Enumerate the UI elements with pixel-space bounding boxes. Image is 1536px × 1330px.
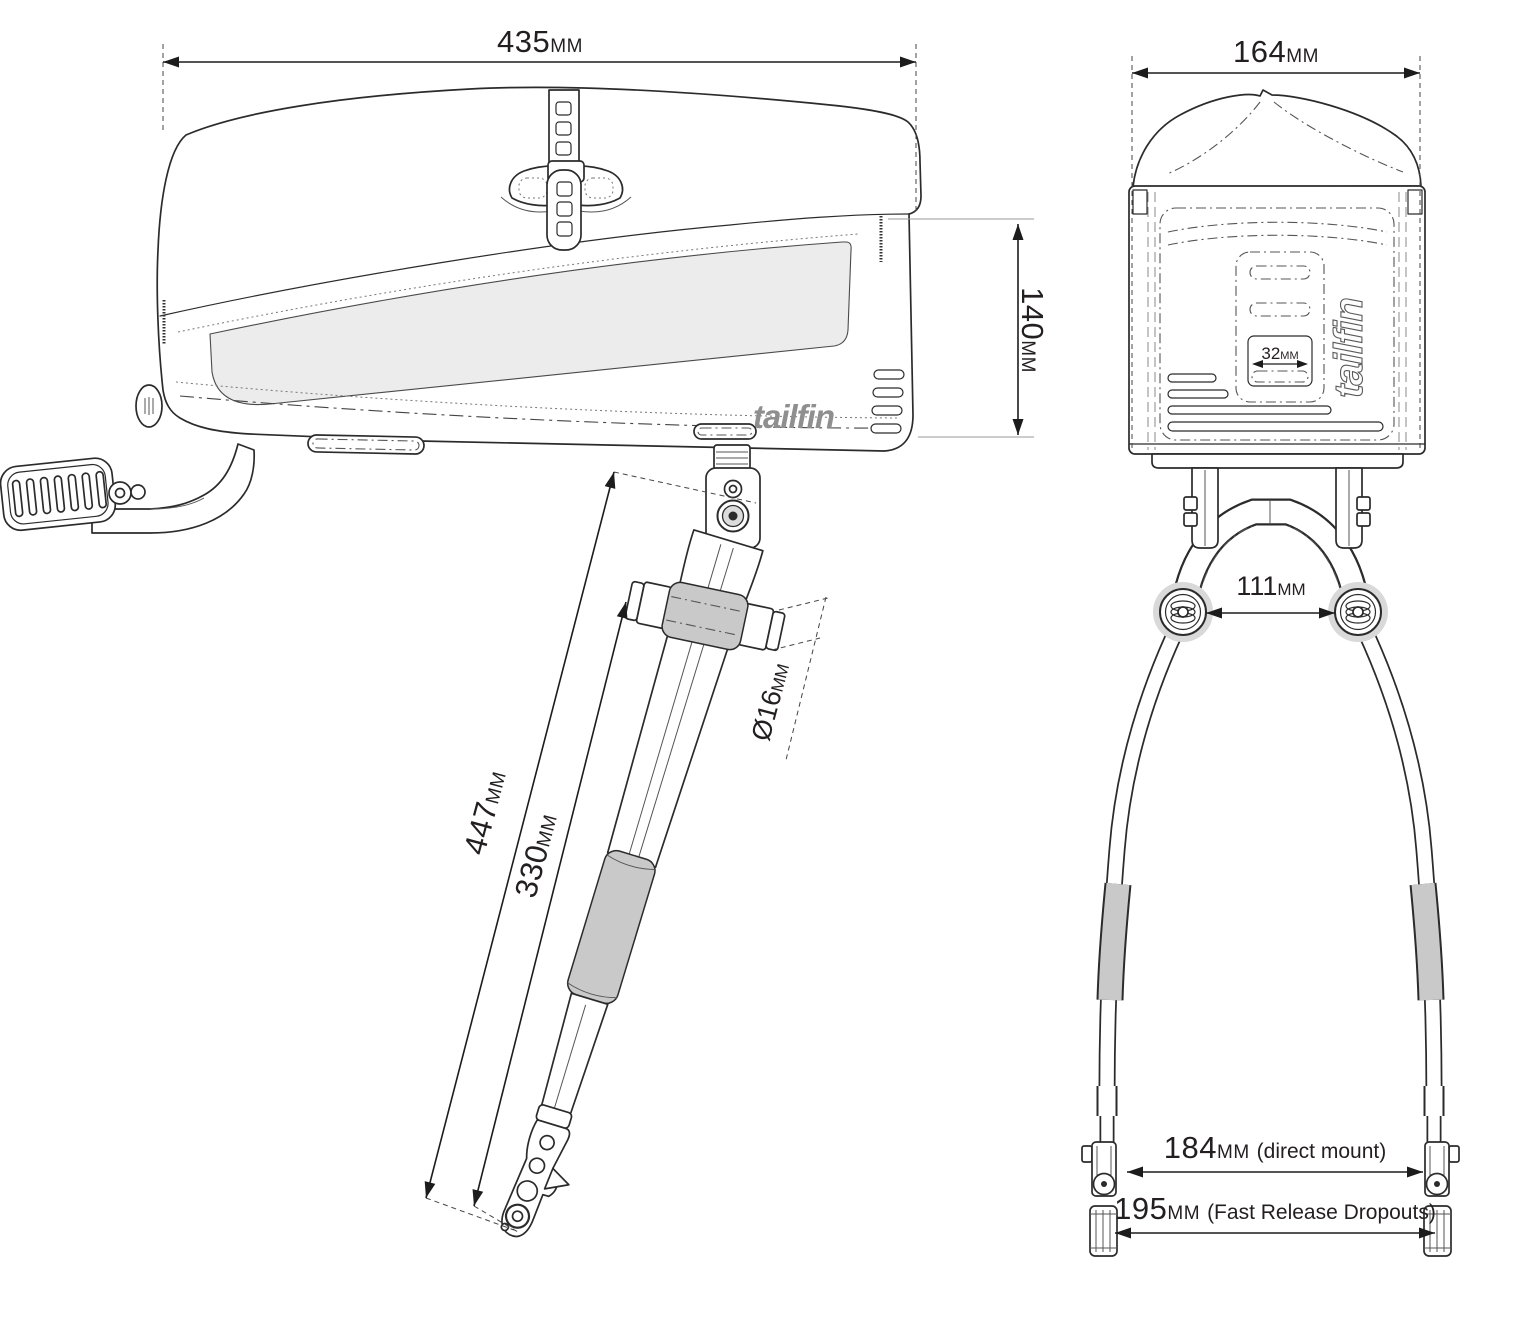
mounting-brackets [1151,453,1404,549]
rolltop [1132,89,1422,188]
strut [500,444,786,1238]
dim-rail-slot-label: 32MM [1261,344,1298,363]
dim-rail-slot: 32MM [1252,344,1308,368]
dropout-hook [500,1118,571,1238]
dim-side-height-label: 140MM [1015,287,1050,373]
arch-frame [1096,498,1445,1150]
axle-clamp [624,580,786,652]
strut-sleeve [566,849,656,1005]
mesh-panel [209,241,852,406]
dim-side-width-label: 435MM [497,24,583,59]
bag-side: tailfin [135,86,922,455]
dim-boss-spacing: 111MM [1206,571,1335,619]
vent-slots [870,369,905,434]
top-strap: tailfin [500,89,632,251]
dim-side-width: 435MM [162,24,917,212]
arch-boss-left [1153,582,1213,642]
bag-rear: tailfin [1128,89,1426,455]
rear-view: tailfin 164MM 32MM [1081,34,1460,1257]
dim-strut-inner-label: 330MM [508,809,564,901]
arch-boss-right [1328,582,1388,642]
rail-panel [1235,251,1325,403]
dim-side-height: 140MM [888,218,1050,438]
handle-slot [307,434,425,455]
side-view: tailfin tailfin [0,24,1050,1238]
dim-fast-release-label: 195MM(Fast Release Dropouts) [1114,1191,1436,1226]
leg-sleeve [1096,882,1445,1001]
dim-boss-spacing-label: 111MM [1236,571,1305,601]
hook-lever [543,1167,570,1190]
dim-strut-outer-label: 447MM [457,766,513,858]
rail-slots [1167,373,1384,432]
mount-arm [0,443,256,534]
arm-clamp [0,457,117,532]
dim-direct-mount: 184MM(direct mount) [1127,1130,1423,1178]
dropout-right [1423,1141,1460,1257]
dropout-left [1081,1141,1118,1257]
dim-direct-mount-label: 184MM(direct mount) [1164,1130,1386,1165]
dim-fast-release: 195MM(Fast Release Dropouts) [1114,1191,1436,1239]
valve-knob [135,384,163,428]
tailfin-logo-side: tailfin [753,398,834,435]
tailfin-logo-rear: tailfin [1327,298,1371,398]
dim-axle-diameter-label: Ø16MM [746,659,796,743]
handle-slot [693,423,757,440]
dim-rear-width: 164MM [1131,34,1421,452]
dim-rear-width-label: 164MM [1233,34,1319,69]
